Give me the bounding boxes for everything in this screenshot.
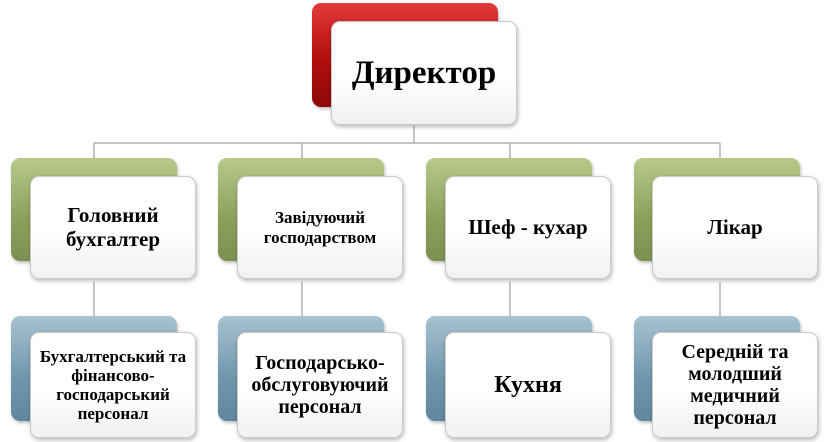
head-label-accountant: Головний бухгалтер (65, 202, 161, 251)
staff-label-accounting: Бухгалтерський та фінансово-господарськи… (39, 346, 187, 424)
head-node-box: Лікар (652, 176, 818, 279)
staff-node-box: Кухня (445, 332, 611, 438)
staff-node-box: Середній та молодший медичний персонал (652, 332, 818, 438)
head-label-doctor: Лікар (707, 214, 763, 239)
staff-node-box: Бухгалтерський та фінансово-господарськи… (30, 332, 196, 438)
staff-node-box: Господарсько-обслуговуючий персонал (237, 332, 403, 438)
head-node-box: Шеф - кухар (445, 176, 611, 279)
head-label-housekeeper: Завідуючий господарством (263, 207, 377, 247)
staff-label-medical: Середній та молодший медичний персонал (681, 341, 789, 429)
head-node-box: Завідуючий господарством (237, 176, 403, 279)
staff-label-kitchen: Кухня (494, 371, 562, 398)
director-label: Директор (351, 54, 497, 91)
head-label-chef: Шеф - кухар (468, 214, 588, 239)
director-node-box: Директор (331, 21, 517, 125)
staff-label-maintenance: Господарсько-обслуговуючий персонал (251, 352, 389, 418)
head-node-box: Головний бухгалтер (30, 176, 196, 279)
